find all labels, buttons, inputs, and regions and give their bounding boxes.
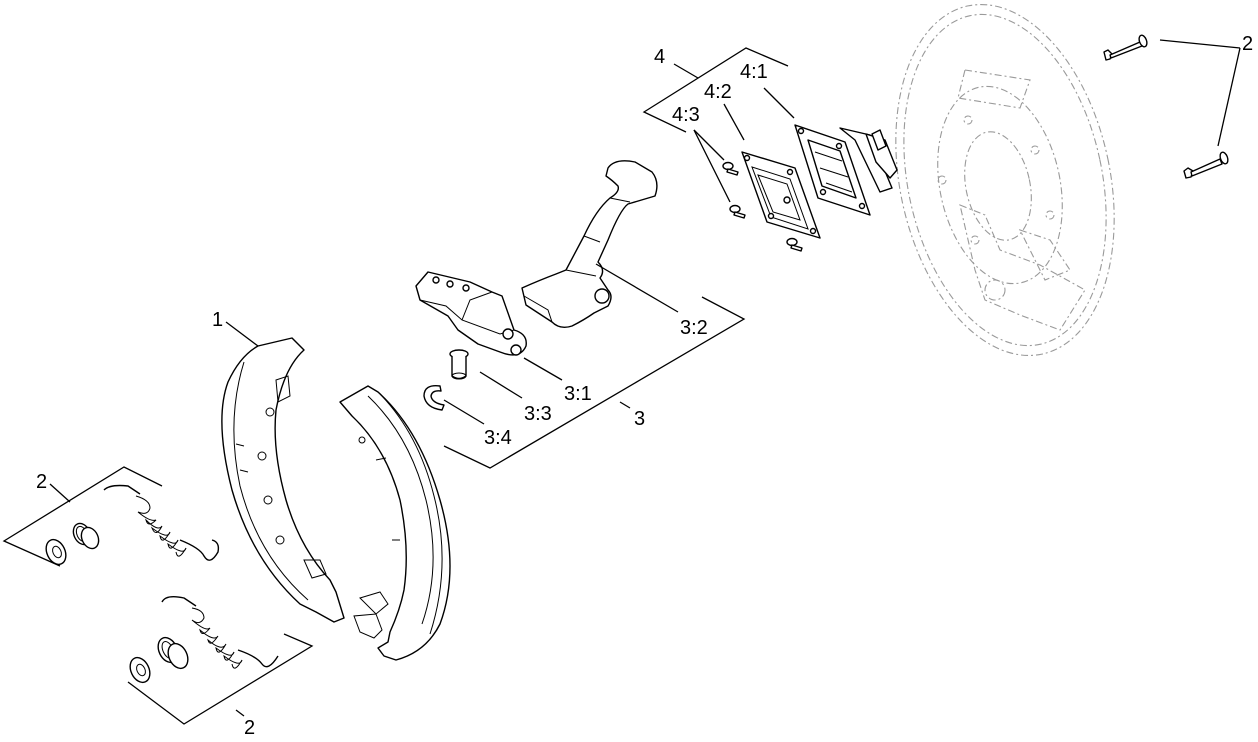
bracket-3-1 [415, 271, 527, 356]
spring-cup-lower [157, 636, 189, 670]
label-4-2: 4:2 [704, 81, 732, 103]
label-2-upper: 2 [36, 471, 47, 493]
label-4-1: 4:1 [740, 61, 768, 83]
leader-lines [2, 39, 1241, 725]
spring-upper [103, 484, 220, 561]
washer-lower [129, 656, 151, 684]
spring-cup-upper [72, 522, 100, 550]
backing-plate-phantom [895, 3, 1115, 357]
spring-lower [161, 595, 279, 669]
label-3-2: 3:2 [680, 317, 708, 339]
label-2-bolts: 2 [1242, 33, 1253, 55]
screw-4-3a [722, 161, 739, 176]
label-2-lower: 2 [244, 717, 255, 739]
bolt-upper [1103, 34, 1148, 61]
pin-3-3 [449, 349, 469, 380]
label-4: 4 [654, 46, 665, 68]
brake-shoe-left-1 [221, 337, 345, 623]
screw-4-3c [786, 237, 803, 252]
label-3-3: 3:3 [524, 403, 552, 425]
label-3-1: 3:1 [564, 383, 592, 405]
label-3: 3 [634, 408, 645, 430]
gasket-plate-4-2 [741, 151, 821, 239]
label-1: 1 [212, 309, 223, 331]
callout-labels: 1 2 2 2 3 3:1 3:2 3:3 3:4 4 4:1 4:2 4:3 [36, 33, 1253, 739]
screw-4-3b [729, 204, 746, 219]
label-3-4: 3:4 [484, 427, 512, 449]
label-4-3: 4:3 [672, 104, 700, 126]
bolt-lower [1183, 151, 1229, 179]
clip-3-4 [423, 385, 445, 411]
washer-upper [45, 538, 67, 566]
lever-3-2 [521, 160, 658, 329]
sensor-body-4-1 [794, 124, 898, 216]
brake-shoe-right [339, 385, 451, 661]
